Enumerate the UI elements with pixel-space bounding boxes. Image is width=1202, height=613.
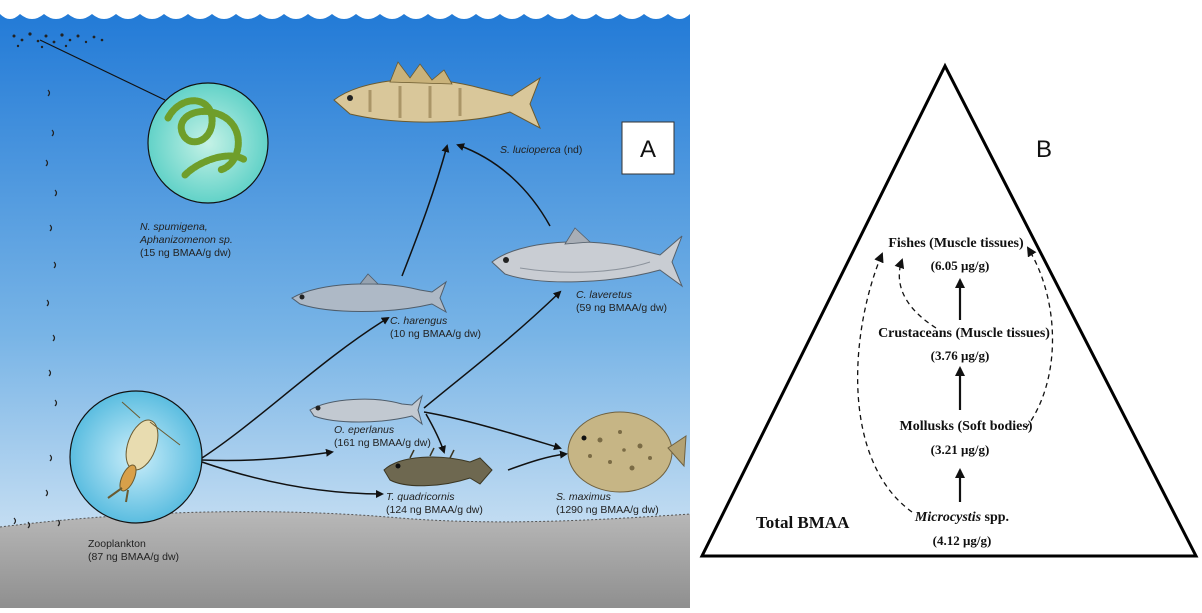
- mollusks-label: Mollusks (Soft bodies): [899, 419, 1032, 434]
- herring-value: (10 ng BMAA/g dw): [390, 328, 481, 340]
- bmaa-pyramid-diagram: B Fishes (Muscle tissues) (6.05 μg/g) Cr…: [690, 0, 1202, 608]
- panel-b-pyramid: B Fishes (Muscle tissues) (6.05 μg/g) Cr…: [690, 0, 1202, 608]
- sculpin-value: (124 ng BMAA/g dw): [386, 504, 483, 516]
- cyanobacteria-value: (15 ng BMAA/g dw): [140, 247, 231, 259]
- smelt-label: O. eperlanus: [334, 424, 395, 436]
- herring-label: C. harengus: [390, 315, 448, 327]
- whitefish-value: (59 ng BMAA/g dw): [576, 302, 667, 314]
- smelt-value: (161 ng BMAA/g dw): [334, 437, 431, 449]
- zooplankton-circle: [70, 391, 202, 523]
- zooplankton-label: Zooplankton: [88, 538, 146, 550]
- panel-a-food-web: A N. spumigena, Aphanizomenon sp. (15 ng…: [0, 0, 690, 608]
- cyanobacteria-label-2: Aphanizomenon sp.: [139, 234, 233, 246]
- zooplankton-value: (87 ng BMAA/g dw): [88, 551, 179, 563]
- whitefish-label: C. laveretus: [576, 289, 633, 301]
- turbot-label: S. maximus: [556, 491, 612, 503]
- panel-b-letter: B: [1036, 136, 1052, 163]
- pikeperch-name: S. lucioperca: [500, 144, 561, 156]
- total-bmaa-label: Total BMAA: [756, 513, 850, 532]
- microcystis-label: Microcystis spp.: [914, 510, 1009, 525]
- fishes-label: Fishes (Muscle tissues): [888, 236, 1024, 251]
- cyanobacteria-circle: [148, 83, 268, 203]
- pyramid-triangle: [702, 66, 1196, 556]
- fishes-value: (6.05 μg/g): [931, 258, 990, 273]
- cyanobacteria-label: N. spumigena,: [140, 221, 208, 233]
- pikeperch-label: S. lucioperca(nd): [500, 144, 582, 156]
- panel-a-letter: A: [640, 136, 656, 163]
- microcystis-suffix: spp.: [981, 510, 1009, 525]
- water-surface: [0, 0, 690, 19]
- food-web-illustration: A N. spumigena, Aphanizomenon sp. (15 ng…: [0, 0, 690, 608]
- crustaceans-value: (3.76 μg/g): [931, 348, 990, 363]
- panel-a-letter-box: A: [622, 122, 674, 174]
- microcystis-name: Microcystis: [914, 510, 982, 525]
- crustaceans-label: Crustaceans (Muscle tissues): [878, 326, 1050, 341]
- turbot-value: (1290 ng BMAA/g dw): [556, 504, 659, 516]
- microcystis-value: (4.12 μg/g): [933, 533, 992, 548]
- mollusks-value: (3.21 μg/g): [931, 442, 990, 457]
- pikeperch-value: (nd): [564, 144, 583, 156]
- sculpin-label: T. quadricornis: [386, 491, 455, 503]
